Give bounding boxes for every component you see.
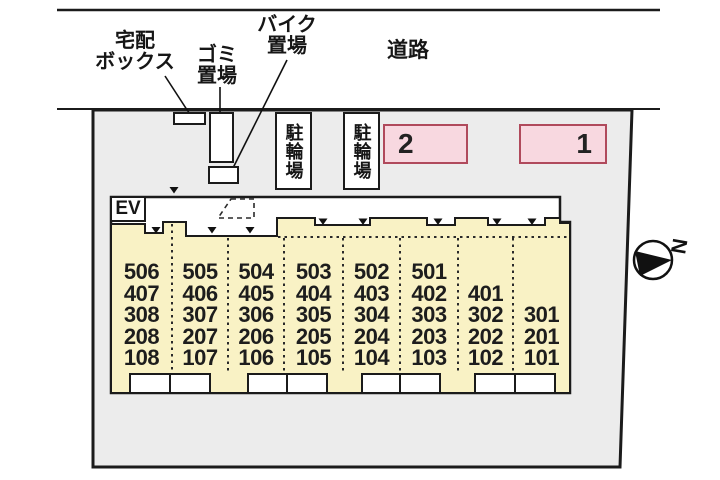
leader-line-delivery-box — [164, 75, 192, 117]
entrance-triangle-icon — [151, 227, 161, 234]
delivery-box-label-line2: ボックス — [95, 51, 175, 73]
balcony-box — [399, 373, 441, 394]
bike-label: バイク 置場 — [257, 15, 317, 57]
compass-icon — [632, 239, 674, 281]
bicycle-parking-box-left: 駐輪場 — [275, 112, 312, 190]
stairs-dashed-outline — [216, 198, 255, 219]
entrance-triangle-icon — [318, 218, 328, 225]
road-label: 道路 — [387, 39, 429, 62]
garbage-label: ゴミ 置場 — [197, 45, 237, 87]
entrance-triangle-icon — [433, 218, 443, 225]
bicycle-parking-label: 駐輪場 — [283, 122, 304, 180]
bike-label-line1: バイク — [257, 14, 317, 36]
bicycle-parking-box-right: 駐輪場 — [343, 112, 380, 190]
bicycle-parking-label: 駐輪場 — [351, 122, 372, 180]
rooms-area — [110, 217, 571, 394]
delivery-box-label-line1: 宅配 — [115, 30, 155, 52]
delivery-box-label: 宅配 ボックス — [95, 31, 174, 73]
bike-label-line2: 置場 — [266, 35, 307, 57]
garbage-label-line2: 置場 — [197, 65, 237, 87]
balcony-box — [129, 373, 171, 394]
balcony-box — [474, 373, 516, 394]
entrance-triangle-icon — [245, 227, 255, 234]
leader-line-bike — [230, 59, 288, 173]
bike-structure — [208, 166, 239, 184]
parking-space-2-number: 2 — [398, 128, 414, 159]
entrance-triangle-icon — [169, 187, 179, 194]
entrance-triangle-icon — [358, 218, 368, 225]
elevator-box: EV — [110, 196, 146, 222]
balcony-box — [169, 373, 211, 394]
parking-space-1: 1 — [519, 124, 607, 164]
balcony-box — [361, 373, 401, 394]
garbage-structure — [209, 112, 234, 163]
balcony-box — [286, 373, 328, 394]
balcony-boxes — [129, 373, 556, 394]
entrance-markers — [151, 187, 537, 234]
balcony-box — [514, 373, 556, 394]
parking-space-1-number: 1 — [576, 128, 592, 159]
entrance-triangle-icon — [492, 218, 502, 225]
balcony-box — [247, 373, 288, 394]
entrance-triangle-icon — [207, 227, 217, 234]
entrance-triangle-icon — [527, 218, 537, 225]
garbage-label-line1: ゴミ — [197, 44, 237, 66]
elevator-label: EV — [115, 198, 141, 219]
delivery-box-structure — [173, 112, 206, 125]
parking-space-2: 2 — [383, 124, 468, 164]
